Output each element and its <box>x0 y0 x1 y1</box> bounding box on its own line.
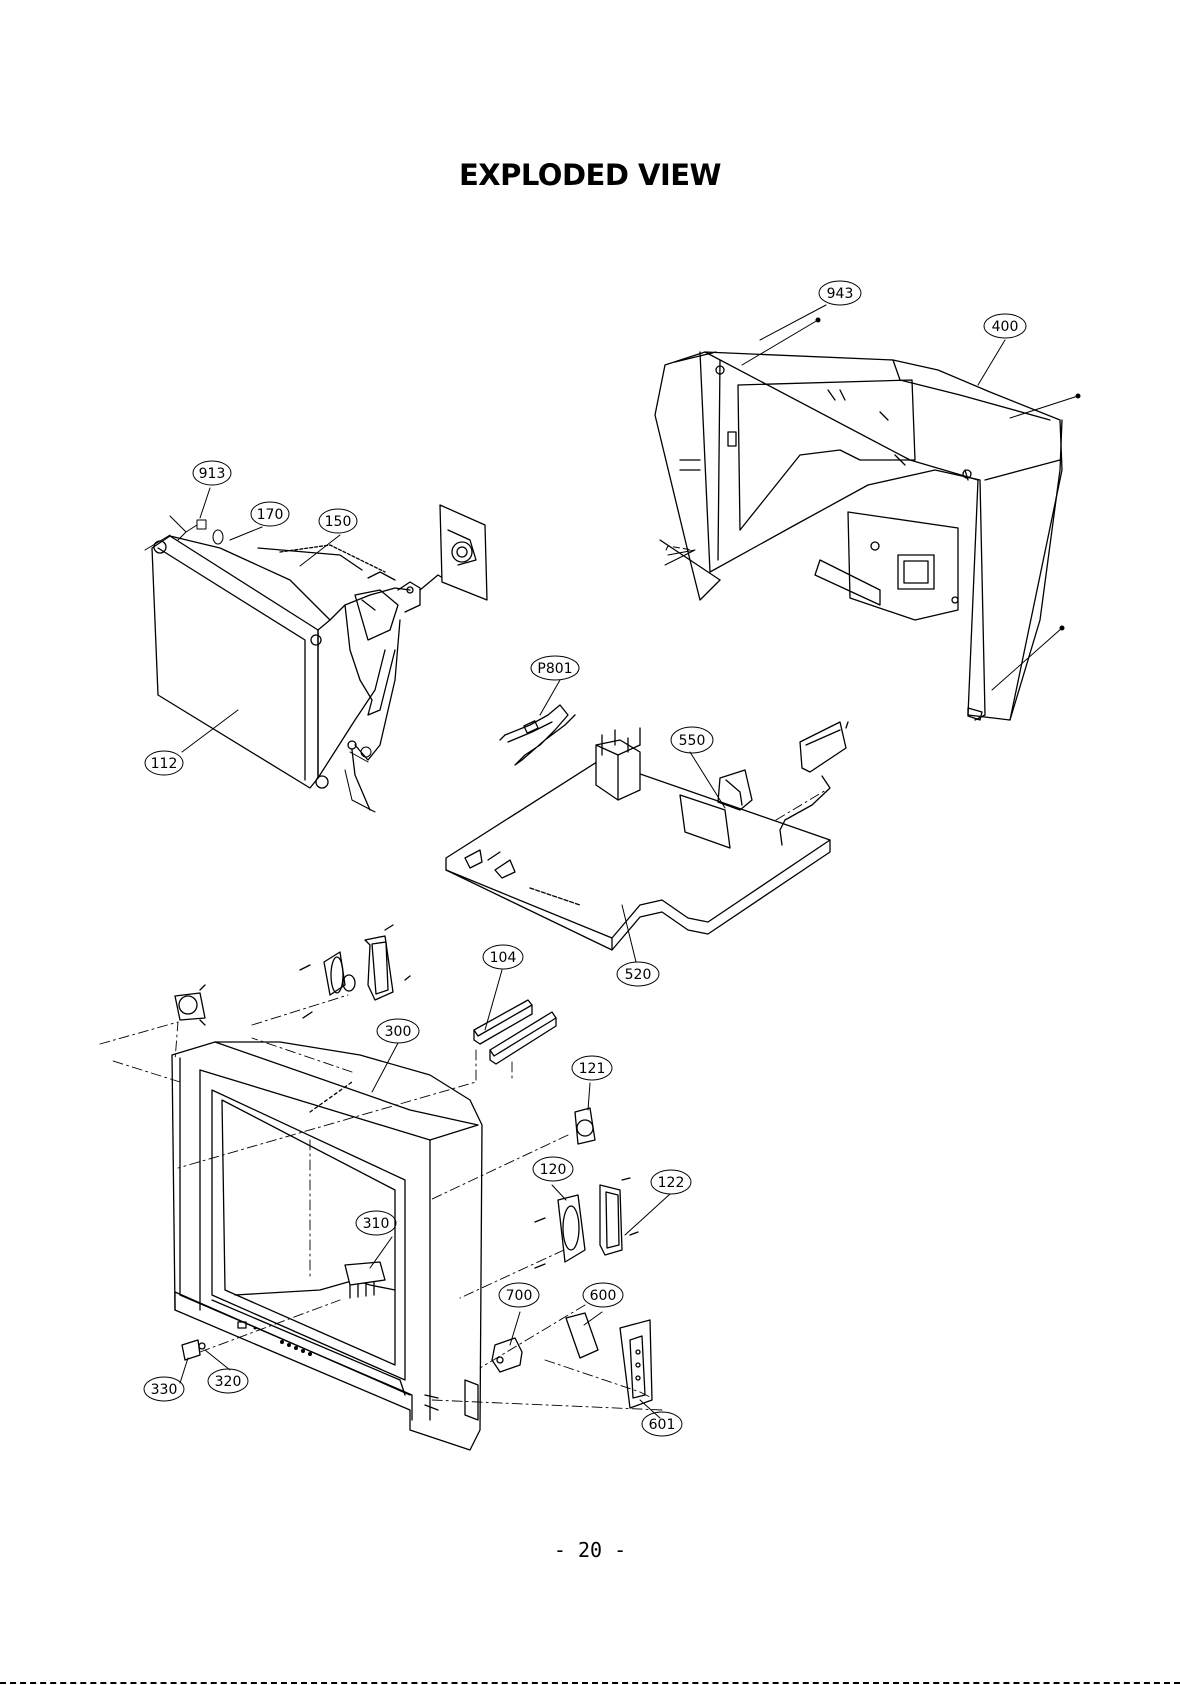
callout-550: 550 <box>671 727 713 753</box>
svg-text:330: 330 <box>151 1382 178 1398</box>
callout-520: 520 <box>617 962 659 986</box>
callout-943: 943 <box>819 281 861 305</box>
svg-text:600: 600 <box>590 1288 617 1304</box>
svg-text:601: 601 <box>649 1417 676 1433</box>
svg-text:550: 550 <box>679 733 706 749</box>
callout-112: 112 <box>145 751 183 775</box>
svg-text:700: 700 <box>506 1288 533 1304</box>
svg-text:104: 104 <box>490 950 517 966</box>
back-cover-part <box>655 352 1062 720</box>
neck-pcb-part <box>440 505 487 600</box>
callout-600: 600 <box>583 1283 623 1307</box>
callout-700: 700 <box>499 1283 539 1307</box>
callout-320: 320 <box>208 1369 248 1393</box>
svg-text:120: 120 <box>540 1162 567 1178</box>
svg-text:913: 913 <box>199 466 226 482</box>
svg-text:520: 520 <box>625 967 652 983</box>
right-speaker-parts <box>535 1108 638 1268</box>
callout-121: 121 <box>572 1056 612 1080</box>
crt-tube-part <box>152 536 446 810</box>
svg-text:150: 150 <box>325 514 352 530</box>
callout-122: 122 <box>651 1170 691 1194</box>
callout-400: 400 <box>984 314 1026 338</box>
svg-text:310: 310 <box>363 1216 390 1232</box>
svg-text:112: 112 <box>151 756 178 772</box>
svg-text:170: 170 <box>257 507 284 523</box>
svg-text:122: 122 <box>658 1175 685 1191</box>
callout-330: 330 <box>144 1377 184 1401</box>
callout-601: 601 <box>642 1412 682 1436</box>
left-speaker-parts <box>175 925 410 1025</box>
callout-150: 150 <box>319 509 357 533</box>
svg-text:P801: P801 <box>537 661 572 677</box>
callout-170: 170 <box>251 502 289 526</box>
svg-text:943: 943 <box>827 286 854 302</box>
main-pcb-part <box>446 722 848 950</box>
callout-300: 300 <box>377 1019 419 1043</box>
svg-text:400: 400 <box>992 319 1019 335</box>
side-rails-104-part <box>474 1000 556 1064</box>
callout-104: 104 <box>483 945 523 969</box>
svg-text:300: 300 <box>385 1024 412 1040</box>
svg-text:121: 121 <box>579 1061 606 1077</box>
callout-P801: P801 <box>531 656 579 680</box>
power-cord-part <box>500 705 575 765</box>
svg-text:320: 320 <box>215 1374 242 1390</box>
page-bottom-divider <box>0 1682 1180 1684</box>
page-number: - 20 - <box>0 1538 1180 1562</box>
callout-120: 120 <box>533 1157 573 1181</box>
callout-913: 913 <box>193 461 231 485</box>
